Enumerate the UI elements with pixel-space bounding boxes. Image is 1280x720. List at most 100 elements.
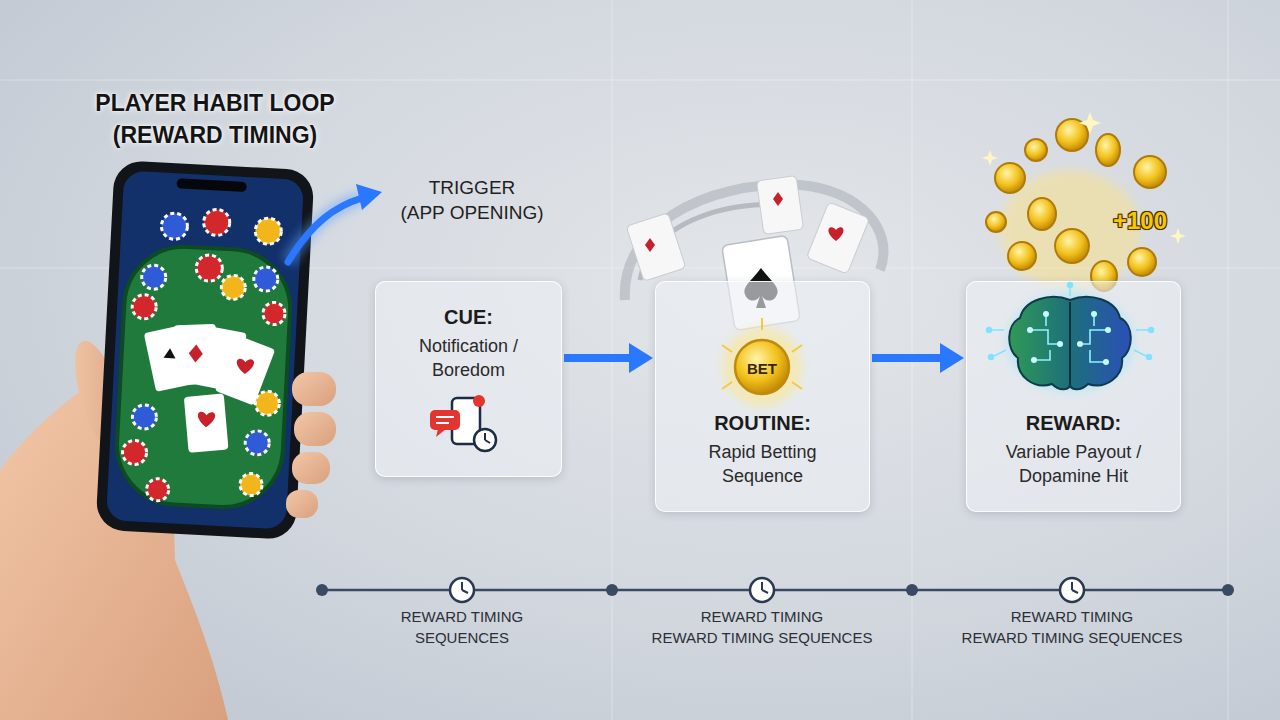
timeline-part	[322, 589, 1228, 592]
notification-icon-part	[473, 395, 485, 407]
annotation-label: REWARD TIMING SEQUENCES	[387, 606, 537, 648]
box-heading: CUE:	[444, 306, 493, 329]
bet-chip-part	[735, 340, 789, 394]
phone-chips-part	[122, 440, 147, 465]
phone-cards-part	[215, 335, 276, 406]
process-box: REWARD:Variable Payout / Dopamine Hit	[966, 281, 1181, 512]
notification-icon-part	[474, 429, 496, 451]
annotation-label: REWARD TIMING	[942, 606, 1202, 627]
coin-shower-part	[1170, 228, 1186, 244]
annotation-label: +100	[1100, 204, 1180, 238]
flying-cards-part	[829, 227, 844, 241]
clock-icon-part	[1072, 590, 1078, 593]
flying-cards-part	[756, 175, 803, 234]
brain-icon-part-part	[1043, 311, 1049, 317]
phone-chips-part	[132, 294, 157, 319]
phone-chips-part	[141, 265, 166, 290]
trigger-arrow-part	[356, 184, 382, 210]
brain-icon-part-part	[1093, 314, 1095, 326]
brain-icon-part-part	[1105, 327, 1111, 333]
coin-shower-part	[1055, 229, 1089, 263]
phone-part	[176, 178, 246, 192]
grid-lines-part	[0, 80, 1280, 81]
brain-icon-part-part	[1034, 350, 1050, 360]
annotation-label: REWARD TIMING SEQUENCES	[942, 627, 1202, 648]
brain-icon-part-part	[1077, 341, 1083, 347]
clock-icon-part	[462, 590, 468, 593]
flow-arrow	[564, 343, 653, 373]
flying-cards-part	[626, 213, 686, 282]
notification-icon-part	[436, 429, 446, 437]
phone-chips-part	[132, 404, 157, 429]
clock-icon-part	[461, 582, 463, 590]
brain-icon-part-part	[1090, 350, 1106, 362]
brain-icon-part-part	[1057, 341, 1063, 347]
brain-icon-part-part	[1134, 350, 1146, 356]
diagram-title: PLAYER HABIT LOOP (REWARD TIMING)	[70, 88, 360, 151]
bet-chip-part-part	[722, 345, 732, 352]
phone-cards-part	[197, 412, 215, 428]
notification-icon-part	[436, 422, 449, 424]
brain-icon-part-part	[1027, 327, 1033, 333]
brain-icon-part	[1006, 292, 1134, 392]
clock-icon-part	[450, 578, 474, 602]
coin-shower-part	[982, 150, 998, 166]
timeline-part	[906, 584, 918, 596]
brain-icon-part-part	[1149, 328, 1154, 333]
trigger-arrow-part	[288, 198, 362, 262]
notification-icon-part	[430, 410, 460, 430]
brain-icon-part-part	[992, 329, 1004, 331]
timeline-part	[606, 584, 618, 596]
brain-icon-part-part	[1147, 355, 1152, 360]
flying-cards-part	[773, 192, 783, 206]
notification-icon-part	[485, 440, 490, 443]
phone-chips-part	[253, 266, 278, 291]
notification-icon-part	[436, 416, 454, 418]
trigger-arrow	[288, 184, 382, 262]
clock-icon	[1060, 578, 1084, 602]
phone-chips-part	[245, 430, 270, 455]
process-box: ROUTINE:Rapid Betting Sequence	[655, 281, 870, 512]
box-text: Notification / Boredom	[386, 335, 551, 383]
phone-cards-part	[184, 394, 229, 453]
fingers-part	[294, 412, 336, 446]
brain-icon-part-part	[1068, 283, 1073, 288]
bet-chip-part-part	[792, 345, 802, 352]
timeline-part	[316, 584, 328, 596]
phone-chips-part	[196, 254, 223, 281]
coin-shower-part	[1025, 139, 1047, 161]
clock-icon	[750, 578, 774, 602]
brain-icon-part	[1069, 302, 1071, 384]
brain-icon-part-part	[1069, 288, 1071, 296]
timeline-part	[1222, 584, 1234, 596]
brain-icon	[987, 283, 1154, 393]
trigger-arrow-part	[288, 198, 362, 262]
coin-shower-part	[1008, 242, 1036, 270]
brain-icon-part-part	[1031, 357, 1037, 363]
clock-icon-part	[1060, 578, 1084, 602]
annotation-label: BET	[735, 358, 789, 379]
phone-cards	[138, 320, 277, 457]
coin-shower-part	[1079, 112, 1101, 134]
phone-chips-part	[255, 217, 282, 244]
phone-chips-part	[146, 478, 169, 501]
fingers-part	[292, 372, 336, 406]
box-heading: ROUTINE:	[714, 412, 811, 435]
annotation-label: REWARD TIMING	[632, 606, 892, 627]
phone-chips-part	[262, 302, 285, 325]
brain-icon-part-part	[1045, 314, 1047, 326]
brain-icon-part	[1027, 311, 1111, 365]
brain-icon-part-part	[1078, 330, 1108, 344]
phone-chips-part	[239, 473, 262, 496]
brain-icon-part	[1030, 314, 1108, 362]
process-box: CUE: Notification / Boredom	[375, 281, 562, 477]
arrow-head	[940, 343, 964, 373]
arrow-shaft	[564, 354, 631, 362]
brain-icon-part-part	[989, 355, 994, 360]
brain-icon-part-part	[1136, 329, 1148, 331]
coin-shower-part	[1096, 134, 1120, 166]
coin-shower-part	[986, 212, 1006, 232]
bet-chip-part-part	[792, 382, 802, 389]
phone-part	[114, 244, 293, 510]
